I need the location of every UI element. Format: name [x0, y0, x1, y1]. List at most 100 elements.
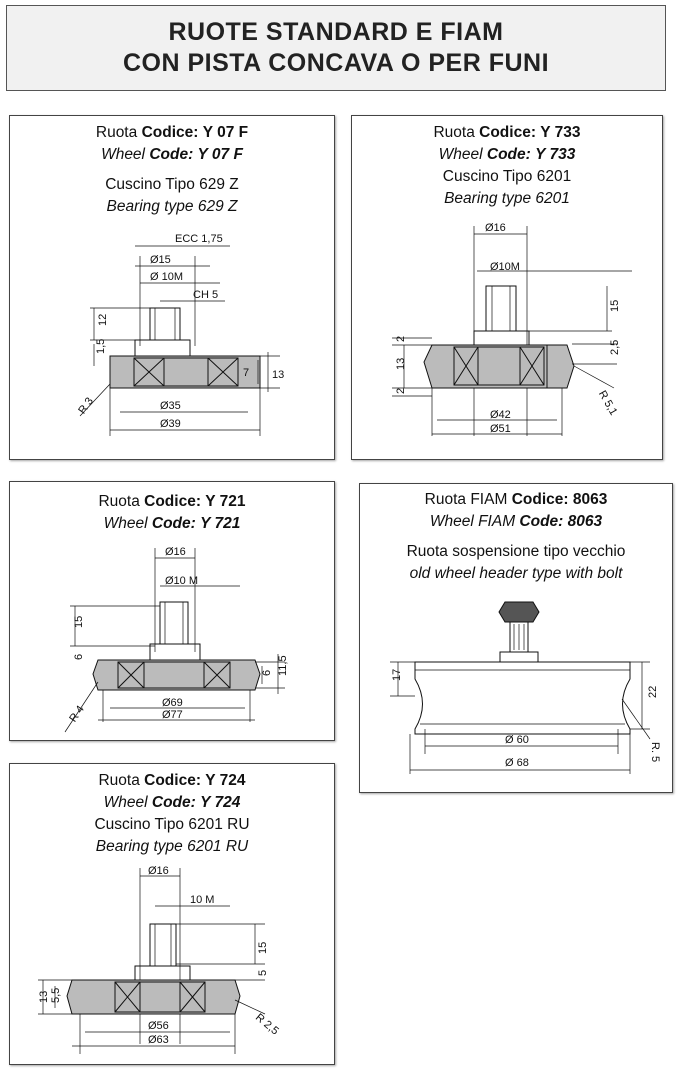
bearing-desc-it: Cuscino Tipo 629 Z [105, 176, 239, 193]
code-label-en: Code: [151, 515, 196, 532]
label-en: Wheel [101, 146, 145, 163]
dim-h15: 15 [73, 616, 85, 628]
dim-d35: Ø35 [160, 400, 181, 412]
dim-h2-5: 2,5 [609, 340, 621, 355]
technical-drawing: Ø16 10 M 15 5 13 5,5 R 2,5 Ø56 Ø63 [38, 865, 281, 1054]
dim-d56: Ø56 [148, 1020, 169, 1032]
wheel-caption: Ruota Codice: Y 721 Wheel Code: Y 721 [10, 491, 334, 535]
wheel-desc-en: old wheel header type with bolt [409, 565, 623, 582]
dim-h1-5: 1,5 [95, 339, 107, 354]
dim-d69: Ø69 [162, 697, 183, 709]
code-label-en: Code: [149, 146, 194, 163]
header-line-2: CON PISTA CONCAVA O PER FUNI [122, 49, 550, 77]
wheel-code-en: Y 07 F [197, 146, 243, 163]
wheel-card-fiam-8063: Ruota FIAM Codice: 8063 Wheel FIAM Code:… [359, 483, 673, 793]
dim-ch5: CH 5 [193, 289, 218, 301]
label-it: Ruota [433, 124, 475, 141]
bearing-desc-en: Bearing type 629 Z [106, 198, 238, 215]
wheel-card-y721: Ruota Codice: Y 721 Wheel Code: Y 721 Ø1… [9, 481, 335, 741]
bearing-desc-it: Cuscino Tipo 6201 [442, 168, 572, 185]
code-label-it: Codice: [144, 772, 201, 789]
dim-h5-5: 5,5 [50, 988, 62, 1003]
dim-h2-top: 2 [395, 336, 407, 342]
dim-h15: 15 [609, 300, 621, 312]
bearing-desc-en: Bearing type 6201 [444, 190, 570, 207]
dim-h5: 5 [257, 970, 269, 976]
code-label-en: Code: [519, 513, 564, 530]
dim-h22: 22 [647, 686, 659, 698]
technical-drawing: Ø16 Ø10M 15 2 13 2 2,5 R 5,1 Ø42 Ø [392, 222, 632, 436]
dim-m10: Ø10 M [165, 575, 198, 587]
wheel-code-en: Y 733 [535, 146, 576, 163]
dim-m10: 10 M [190, 894, 214, 906]
dim-h17: 17 [391, 669, 403, 681]
dim-h11-5: 11,5 [277, 655, 289, 676]
label-it: Ruota [95, 124, 138, 141]
dim-h12: 12 [97, 314, 109, 326]
dim-d60: Ø 60 [505, 734, 529, 746]
wheel-code: 8063 [572, 491, 608, 508]
label-it: Ruota [98, 493, 140, 510]
dim-h13: 13 [38, 991, 50, 1003]
wheel-code: Y 721 [205, 493, 246, 510]
dim-r3: R 3 [76, 395, 96, 416]
wheel-card-y724: Ruota Codice: Y 724 Wheel Code: Y 724 Cu… [9, 763, 335, 1065]
page-header: RUOTE STANDARD E FIAM CON PISTA CONCAVA … [6, 5, 666, 91]
dim-r5-1: R 5,1 [596, 389, 620, 418]
label-en: Wheel [103, 794, 148, 811]
wheel-code: Y 733 [540, 124, 581, 141]
wheel-code-en: Y 724 [200, 794, 241, 811]
dim-d42: Ø42 [490, 409, 511, 421]
dim-h7: 7 [243, 367, 249, 379]
technical-drawing: Ø16 Ø10 M 15 6 6 11,5 R 4 Ø69 Ø77 [64, 546, 289, 733]
label-it: Ruota FIAM [424, 491, 508, 508]
dim-d16: Ø16 [165, 546, 186, 558]
dim-d68: Ø 68 [505, 757, 529, 769]
dim-m10: Ø 10M [150, 271, 183, 283]
code-label-en: Code: [151, 794, 196, 811]
wheel-code-en: 8063 [567, 513, 603, 530]
dim-ecc: ECC 1,75 [175, 233, 223, 245]
header-line-1: RUOTE STANDARD E FIAM [168, 18, 504, 46]
bearing-desc-it: Cuscino Tipo 6201 RU [94, 816, 250, 833]
dim-d39: Ø39 [160, 418, 181, 430]
bearing-desc-en: Bearing type 6201 RU [95, 838, 249, 855]
code-label-it: Codice: [141, 124, 199, 141]
label-en: Wheel [438, 146, 483, 163]
dim-d16: Ø16 [148, 865, 169, 877]
wheel-caption: Ruota Codice: Y 724 Wheel Code: Y 724 Cu… [10, 770, 334, 858]
label-en: Wheel [103, 515, 148, 532]
wheel-caption: Ruota Codice: Y 733 Wheel Code: Y 733 Cu… [352, 122, 662, 210]
code-label-it: Codice: [144, 493, 201, 510]
dim-d77: Ø77 [162, 709, 183, 721]
dim-h15: 15 [257, 942, 269, 954]
dim-r4: R 4 [67, 704, 87, 725]
wheel-card-y733: Ruota Codice: Y 733 Wheel Code: Y 733 Cu… [351, 115, 663, 460]
wheel-card-y07f: Ruota Codice: Y 07 F Wheel Code: Y 07 F … [9, 115, 335, 460]
dim-h2-bottom: 2 [395, 388, 407, 394]
wheel-code-en: Y 721 [200, 515, 241, 532]
code-label-it: Codice: [511, 491, 569, 508]
code-label-en: Code: [486, 146, 531, 163]
dim-m10: Ø10M [490, 261, 520, 273]
dim-r2-5: R 2,5 [253, 1011, 281, 1037]
wheel-code: Y 724 [205, 772, 246, 789]
wheel-caption: Ruota FIAM Codice: 8063 Wheel FIAM Code:… [360, 489, 672, 585]
dim-h13: 13 [395, 358, 407, 370]
wheel-code: Y 07 F [202, 124, 249, 141]
dim-h6-right: 6 [261, 670, 273, 676]
dim-d63: Ø63 [148, 1034, 169, 1046]
dim-r5: R. 5 [649, 742, 661, 762]
dim-d15: Ø15 [150, 254, 171, 266]
technical-drawing: 17 22 R. 5 Ø 60 Ø 68 [390, 601, 661, 774]
wheel-desc-it: Ruota sospensione tipo vecchio [406, 543, 626, 560]
dim-h13: 13 [272, 369, 284, 381]
dim-d16: Ø16 [485, 222, 506, 234]
dim-h6-left: 6 [73, 654, 85, 660]
wheel-caption: Ruota Codice: Y 07 F Wheel Code: Y 07 F … [10, 122, 334, 218]
code-label-it: Codice: [479, 124, 536, 141]
technical-drawing: ECC 1,75 Ø15 Ø 10M CH 5 12 1,5 7 13 R 3 [76, 233, 284, 436]
label-it: Ruota [98, 772, 140, 789]
label-en: Wheel FIAM [429, 513, 516, 530]
dim-d51: Ø51 [490, 423, 511, 435]
